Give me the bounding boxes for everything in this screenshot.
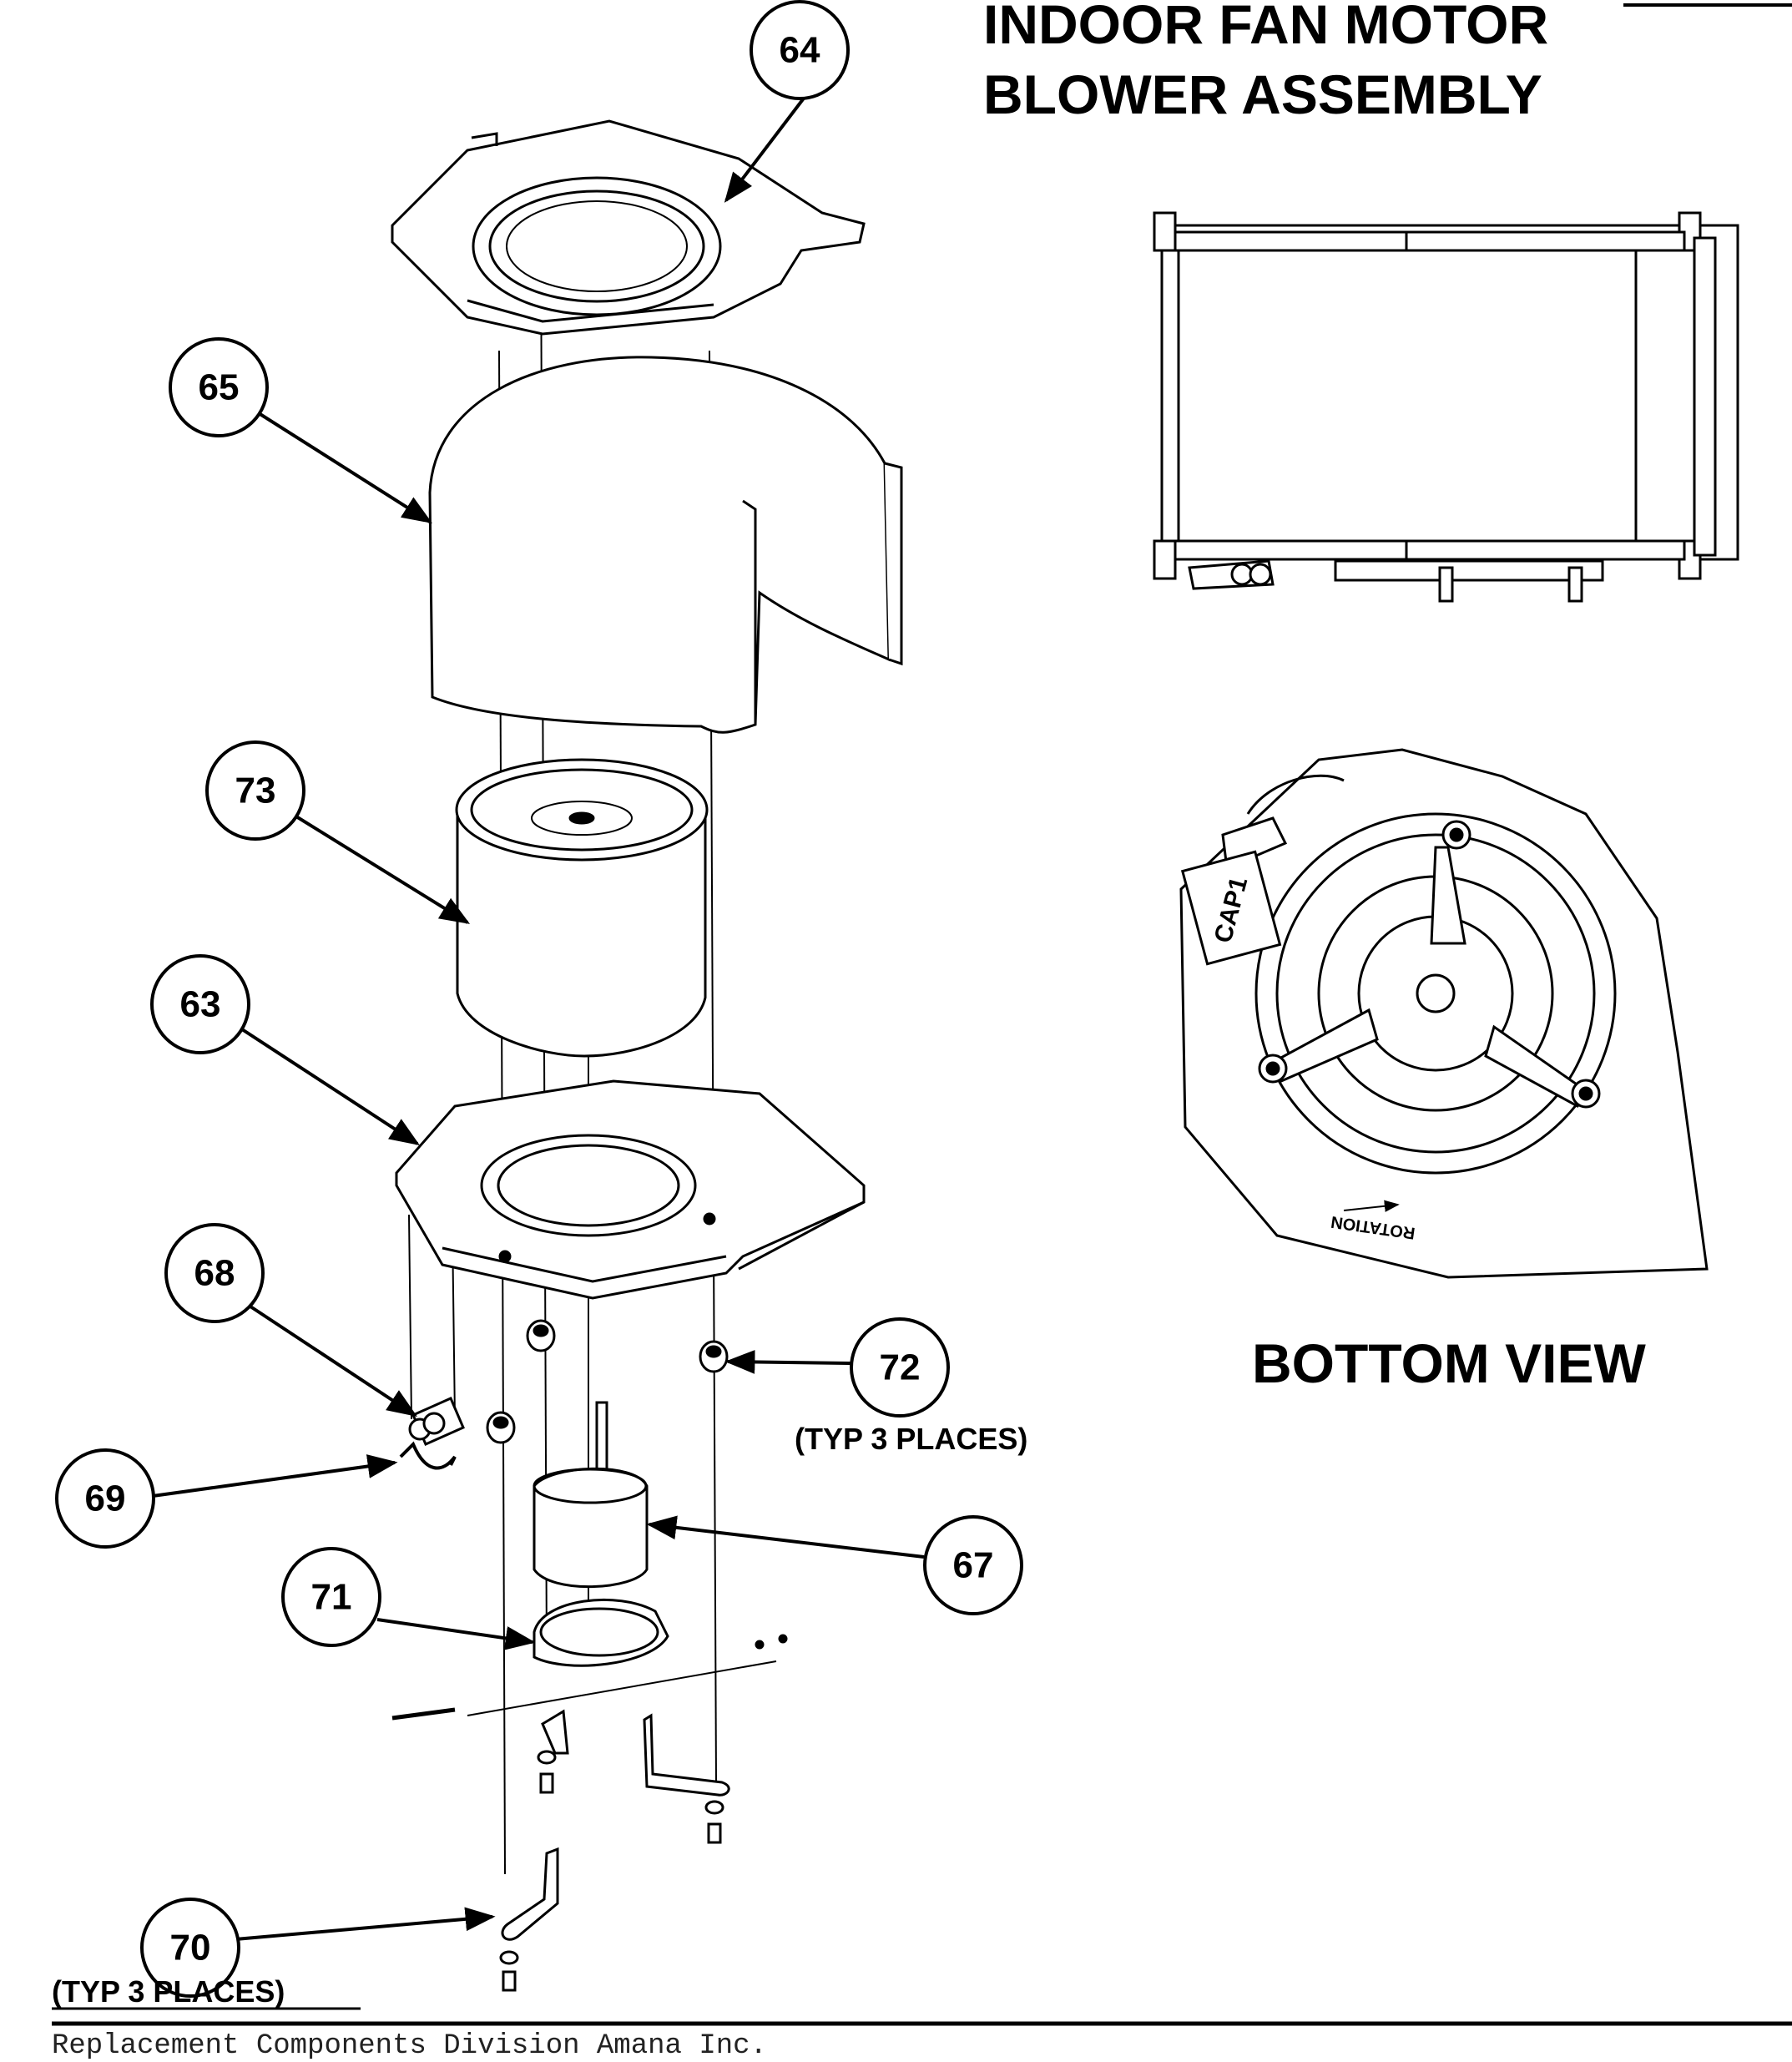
- callout-72-circle: [850, 1317, 950, 1418]
- part-63-bottom-plate: [395, 1079, 866, 1300]
- callout-72-label: 72: [880, 1347, 921, 1388]
- callout-73-label: 73: [235, 771, 276, 811]
- callout-67-circle: [923, 1515, 1023, 1615]
- side-view: [1153, 211, 1739, 603]
- callout-68-circle: [164, 1223, 265, 1323]
- title-line-2: BLOWER ASSEMBLY: [983, 63, 1542, 125]
- part-67-motor: [533, 1401, 649, 1589]
- callout-67-label: 67: [953, 1545, 994, 1586]
- footer-text: Replacement Components Division Amana In…: [52, 2030, 767, 2062]
- part-69-strap: [399, 1441, 457, 1470]
- bottom-view-label: BOTTOM VIEW: [1252, 1332, 1646, 1394]
- callout-70-circle: [140, 1898, 240, 1998]
- callout-71-label: 71: [311, 1577, 352, 1618]
- part-64-top-plate: [391, 119, 866, 336]
- callout-65-label: 65: [199, 367, 240, 408]
- callout-68-label: 68: [194, 1253, 235, 1294]
- callout-69-label: 69: [85, 1478, 126, 1519]
- typ-note-70: (TYP 3 PLACES): [52, 1974, 285, 2009]
- part-71-mount-ring: [533, 1598, 669, 1667]
- callout-73-circle: [205, 740, 305, 841]
- title-line-1: INDOOR FAN MOTOR: [983, 0, 1549, 55]
- part-65-scroll-wrap: [428, 356, 903, 734]
- part-72-grommets: [486, 1319, 729, 1444]
- callout-group: [55, 0, 1023, 1998]
- bottom-view: [1179, 748, 1709, 1279]
- callout-63-label: 63: [180, 984, 221, 1025]
- part-73-blower-wheel: [455, 758, 709, 1058]
- callout-64-circle: [750, 0, 850, 100]
- callout-63-circle: [150, 954, 250, 1054]
- callout-69-circle: [55, 1448, 155, 1549]
- callout-64-label: 64: [780, 30, 820, 71]
- hardware-bits: [391, 1634, 788, 1992]
- part-68-capacitor: [408, 1397, 465, 1446]
- callout-labels: 64 65 73 63 68 72 69 67 71 70: [85, 30, 994, 1969]
- callout-71-circle: [281, 1547, 381, 1647]
- typ-note-72: (TYP 3 PLACES): [795, 1422, 1028, 1456]
- callout-65-circle: [169, 337, 269, 437]
- callout-70-label: 70: [170, 1928, 211, 1969]
